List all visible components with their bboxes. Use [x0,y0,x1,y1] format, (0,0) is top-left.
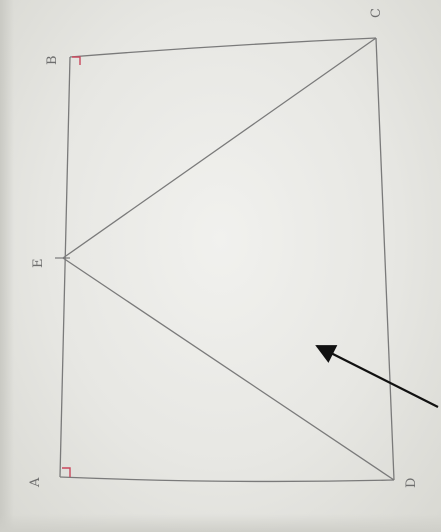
right-angle-mark-b [72,56,81,65]
segment-e-c [62,37,377,259]
paper-shadow-bottom [0,514,441,532]
vertex-label-c: C [369,8,384,18]
vertex-label-a: A [28,477,43,488]
side-c-d [375,37,395,481]
paper-shadow-left [0,0,14,532]
side-b-a [59,56,71,478]
side-b-c [69,37,377,58]
side-a-d [59,476,395,483]
segment-e-d [62,257,395,481]
vertex-label-d: D [404,478,419,488]
vertex-label-b: B [45,55,60,65]
right-angle-mark-a [62,467,71,477]
pointer-arrow [315,345,439,408]
vertex-label-e: E [31,259,46,269]
